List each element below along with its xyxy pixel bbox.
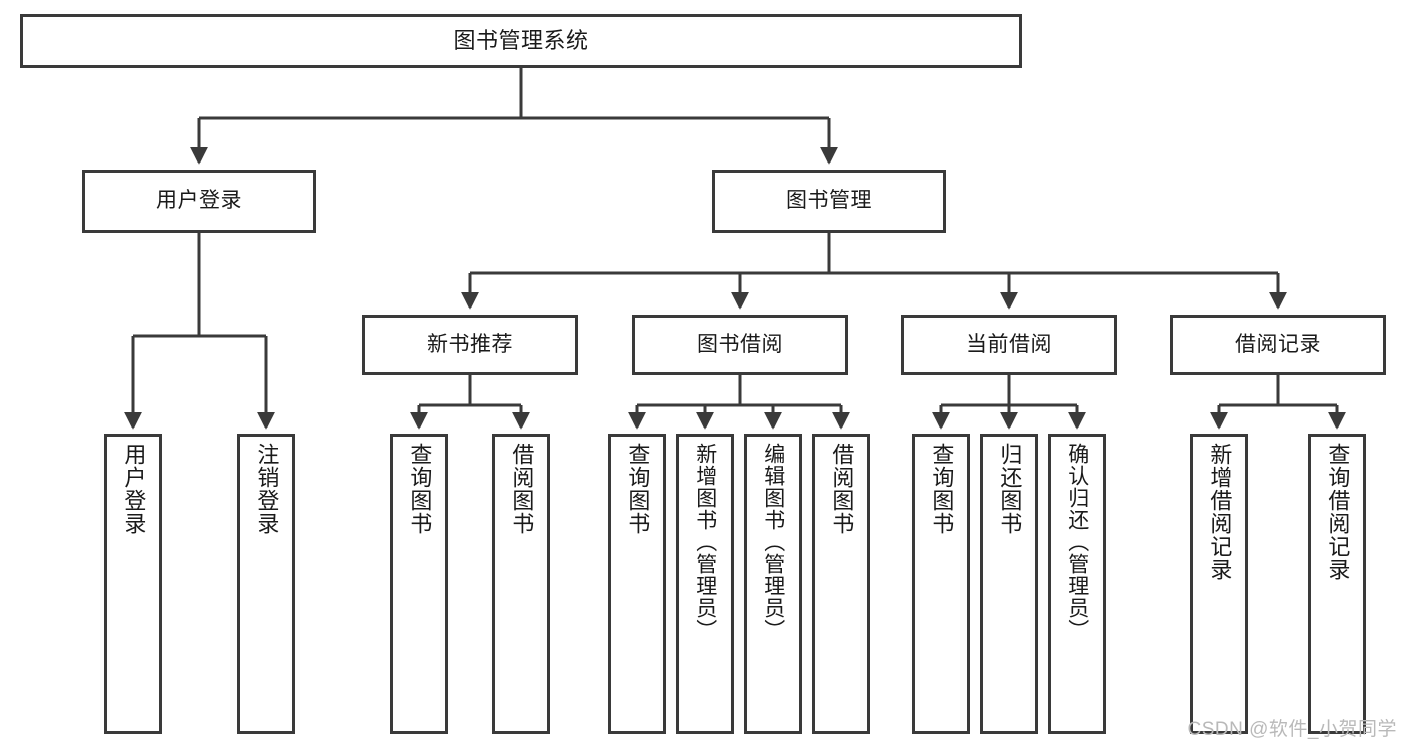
node-label: 图书借阅 — [697, 332, 783, 356]
csdn-watermark: CSDN @软件_小贺同学 — [1187, 719, 1397, 740]
node-label: 新增借阅记录 — [1207, 443, 1233, 581]
node-current-borrow[interactable]: 当前借阅 — [901, 315, 1117, 375]
node-leaf-logout[interactable]: 注销登录 — [237, 434, 295, 734]
node-label: 新书推荐 — [427, 332, 513, 356]
node-leaf-add-book-admin[interactable]: 新增图书（管理员） — [676, 434, 734, 734]
node-label: 用户登录 — [156, 189, 242, 213]
node-label: 编辑图书（管理员） — [761, 443, 785, 641]
node-leaf-add-borrow-record[interactable]: 新增借阅记录 — [1190, 434, 1248, 734]
node-label: 借阅记录 — [1235, 332, 1321, 356]
node-label: 借阅图书 — [509, 443, 535, 535]
node-root-book-management-system[interactable]: 图书管理系统 — [20, 14, 1022, 68]
node-book-borrow[interactable]: 图书借阅 — [632, 315, 848, 375]
node-leaf-query-book-current[interactable]: 查询图书 — [912, 434, 970, 734]
node-label: 注销登录 — [254, 443, 280, 535]
node-leaf-user-login[interactable]: 用户登录 — [104, 434, 162, 734]
node-leaf-query-book-borrow[interactable]: 查询图书 — [608, 434, 666, 734]
node-borrow-records[interactable]: 借阅记录 — [1170, 315, 1386, 375]
node-label: 新增图书（管理员） — [693, 443, 717, 641]
node-label: 用户登录 — [121, 443, 147, 535]
node-label: 查询图书 — [625, 443, 651, 535]
node-label: 查询图书 — [929, 443, 955, 535]
node-label: 确认归还（管理员） — [1065, 443, 1089, 641]
node-leaf-edit-book-admin[interactable]: 编辑图书（管理员） — [744, 434, 802, 734]
node-new-book-recommend[interactable]: 新书推荐 — [362, 315, 578, 375]
node-leaf-confirm-return-admin[interactable]: 确认归还（管理员） — [1048, 434, 1106, 734]
node-label: 查询借阅记录 — [1325, 443, 1351, 581]
node-leaf-return-book[interactable]: 归还图书 — [980, 434, 1038, 734]
node-label: 图书管理系统 — [453, 28, 589, 54]
node-leaf-borrow-book-newbook[interactable]: 借阅图书 — [492, 434, 550, 734]
node-label: 图书管理 — [786, 189, 872, 213]
node-leaf-query-book-newbook[interactable]: 查询图书 — [390, 434, 448, 734]
node-label: 当前借阅 — [966, 332, 1052, 356]
node-book-management[interactable]: 图书管理 — [712, 170, 946, 233]
node-label: 借阅图书 — [829, 443, 855, 535]
node-label: 归还图书 — [997, 443, 1023, 535]
node-user-login[interactable]: 用户登录 — [82, 170, 316, 233]
node-leaf-borrow-book[interactable]: 借阅图书 — [812, 434, 870, 734]
node-label: 查询图书 — [407, 443, 433, 535]
node-leaf-query-borrow-record[interactable]: 查询借阅记录 — [1308, 434, 1366, 734]
